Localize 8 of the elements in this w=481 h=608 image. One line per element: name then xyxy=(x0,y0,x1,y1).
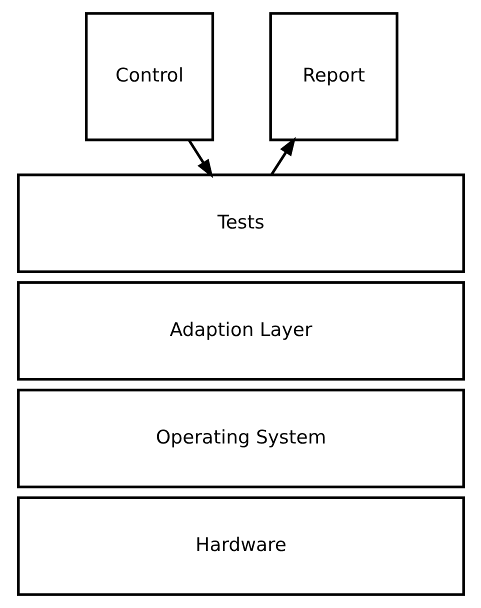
node-box: Control xyxy=(84,12,214,142)
arrow xyxy=(187,140,213,178)
node-box: Operating System xyxy=(16,388,464,488)
node-box: Tests xyxy=(16,174,464,274)
node-box: Report xyxy=(268,12,398,142)
node-box: Hardware xyxy=(16,496,464,596)
arrow xyxy=(270,136,296,176)
node-box: Adaption Layer xyxy=(16,281,464,381)
